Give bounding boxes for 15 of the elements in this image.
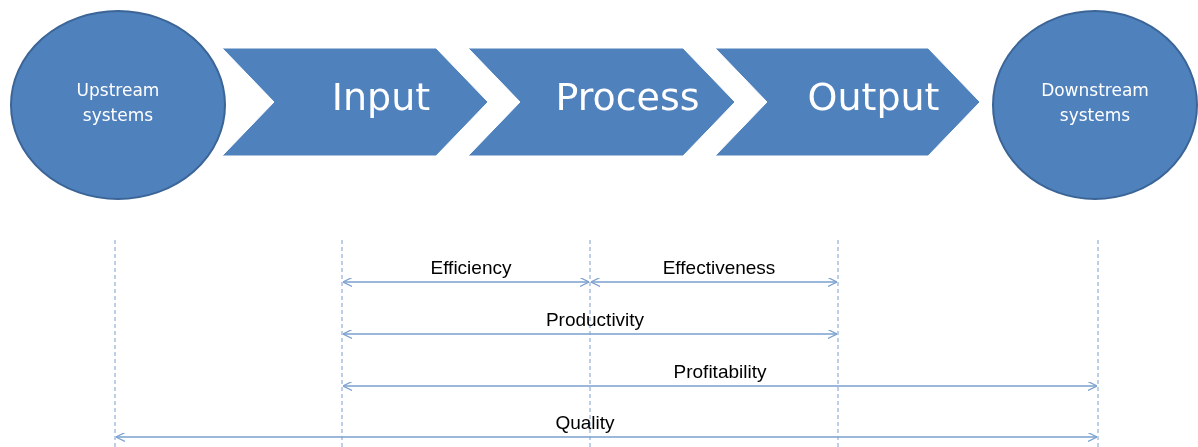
process-step-shape <box>715 48 980 156</box>
process-step-shape <box>468 48 735 156</box>
system-circle <box>992 10 1198 200</box>
process-step-shape <box>222 48 488 156</box>
stage-label: Output <box>806 77 941 119</box>
measure-label: Quality <box>555 412 615 434</box>
stage-label: Process <box>554 77 701 119</box>
stage-label: Input <box>330 77 432 119</box>
system-circle <box>10 10 226 200</box>
measure-label: Productivity <box>545 309 645 331</box>
measure-label: Effectiveness <box>662 257 776 279</box>
measure-label: Profitability <box>673 361 767 383</box>
measure-label: Efficiency <box>430 257 512 279</box>
system-label: Upstream systems <box>75 78 161 127</box>
system-label: Downstream systems <box>1040 78 1150 127</box>
